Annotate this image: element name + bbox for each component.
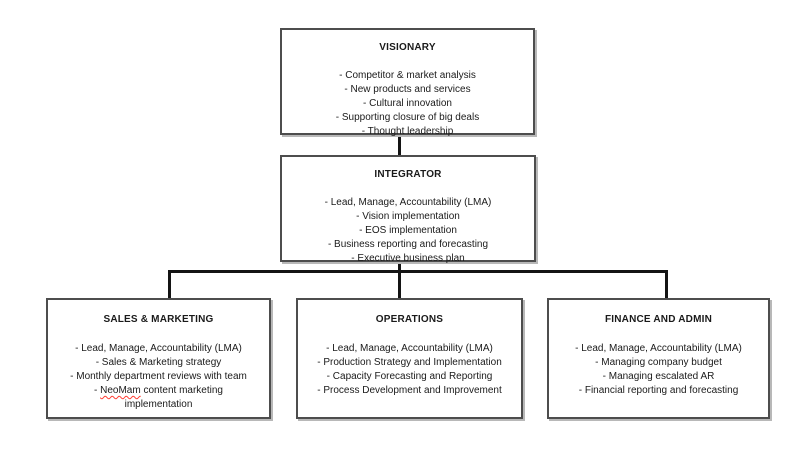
operations-items: - Lead, Manage, Accountability (LMA) - P… — [298, 342, 521, 398]
list-item: - New products and services — [344, 84, 471, 95]
connector-drop-operations — [398, 270, 401, 299]
list-item: - Lead, Manage, Accountability (LMA) — [326, 343, 493, 354]
operations-box: OPERATIONS - Lead, Manage, Accountabilit… — [296, 298, 523, 419]
connector-drop-finance — [665, 270, 668, 299]
list-item: - EOS implementation — [359, 225, 457, 236]
finance-admin-box: FINANCE AND ADMIN - Lead, Manage, Accoun… — [547, 298, 770, 419]
list-item: - Business reporting and forecasting — [327, 239, 489, 250]
list-item: - Managing company budget — [595, 357, 722, 368]
list-item: - Vision implementation — [356, 211, 460, 222]
connector-visionary-integrator — [398, 134, 401, 156]
connector-drop-sales — [168, 270, 171, 299]
item-rest: content marketing implementation — [124, 385, 223, 410]
list-item: - Production Strategy and Implementation — [317, 357, 502, 368]
list-item: - Lead, Manage, Accountability (LMA) — [575, 343, 742, 354]
operations-title: OPERATIONS — [375, 314, 444, 325]
integrator-box: INTEGRATOR - Lead, Manage, Accountabilit… — [280, 155, 536, 264]
integrator-items: - Lead, Manage, Accountability (LMA) - V… — [282, 196, 534, 266]
list-item: - Lead, Manage, Accountability (LMA) — [75, 343, 242, 354]
list-item: - Capacity Forecasting and Reporting — [326, 371, 493, 382]
sales-marketing-items: - Lead, Manage, Accountability (LMA) - S… — [48, 342, 269, 412]
visionary-title: VISIONARY — [379, 42, 436, 53]
sales-marketing-title: SALES & MARKETING — [103, 314, 214, 325]
list-item: - Executive business plan — [351, 253, 465, 264]
spellcheck-flagged-word: NeoMam — [100, 385, 141, 396]
list-item: - Monthly department reviews with team — [70, 371, 247, 382]
item-prefix: - — [94, 385, 101, 396]
list-item: - Financial reporting and forecasting — [578, 385, 739, 396]
integrator-title: INTEGRATOR — [374, 169, 442, 180]
list-item: - NeoMam content marketing implementatio… — [71, 384, 246, 412]
list-item: - Supporting closure of big deals — [335, 112, 480, 123]
list-item: - Competitor & market analysis — [339, 70, 476, 81]
connector-horizontal-rail — [168, 270, 668, 273]
list-item: - Thought leadership — [361, 126, 454, 137]
finance-admin-title: FINANCE AND ADMIN — [604, 314, 713, 325]
list-item: - Cultural innovation — [363, 98, 452, 109]
list-item: - Lead, Manage, Accountability (LMA) — [324, 197, 492, 208]
list-item: - Managing escalated AR — [602, 371, 715, 382]
visionary-box: VISIONARY - Competitor & market analysis… — [280, 28, 535, 137]
list-item: - Sales & Marketing strategy — [95, 357, 222, 368]
sales-marketing-box: SALES & MARKETING - Lead, Manage, Accoun… — [46, 298, 271, 419]
list-item: - Process Development and Improvement — [317, 385, 502, 396]
finance-admin-items: - Lead, Manage, Accountability (LMA) - M… — [549, 342, 768, 398]
connector-integrator-trunk — [398, 261, 401, 272]
visionary-items: - Competitor & market analysis - New pro… — [282, 69, 533, 139]
